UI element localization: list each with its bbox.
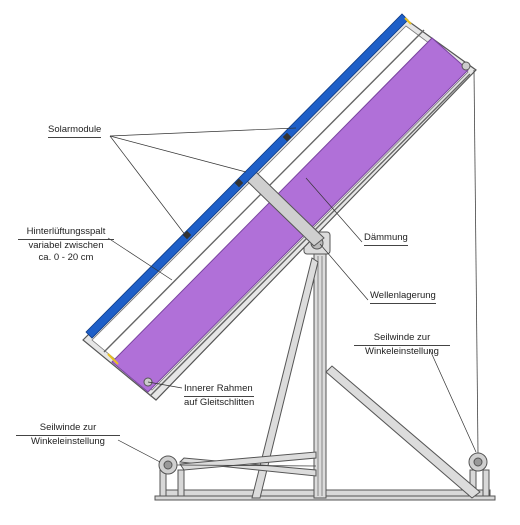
- label-hinterlueftung-line2: variabel zwischen: [28, 240, 104, 251]
- cable-right: [473, 69, 479, 454]
- cable-left: [176, 464, 317, 467]
- panel-assembly: [82, 13, 477, 401]
- module-clamp-1: [182, 230, 192, 240]
- module-clamp-3: [282, 132, 292, 142]
- base-post-right2: [482, 469, 490, 499]
- label-solarmodule: Solarmodule: [48, 124, 102, 138]
- label-seilwinde-right-line1: Seilwinde zur: [354, 332, 450, 346]
- label-seilwinde-left: Seilwinde zur Winkeleinstellung: [16, 422, 120, 448]
- label-hinterlueftung-line1: Hinterlüftungsspalt: [18, 226, 114, 240]
- label-seilwinde-right-line2: Winkeleinstellung: [365, 346, 439, 357]
- corner-fitting-top: [461, 61, 471, 71]
- left-leg: [251, 257, 319, 499]
- label-seilwinde-left-line1: Seilwinde zur: [16, 422, 120, 436]
- base-post-left2: [177, 469, 185, 499]
- cables: [176, 69, 479, 467]
- label-daemmung: Dämmung: [364, 232, 408, 246]
- label-innerer-rahmen-line2: auf Gleitschlitten: [184, 397, 255, 408]
- module-clamp-2: [234, 178, 244, 188]
- winch-left: [158, 455, 178, 475]
- main-mast: [313, 251, 327, 499]
- label-seilwinde-left-line2: Winkeleinstellung: [31, 436, 105, 447]
- base-post-left: [159, 469, 167, 499]
- label-innerer-rahmen-line1: Innerer Rahmen: [184, 383, 255, 397]
- winch-right: [468, 452, 488, 472]
- edge-cap-top: [404, 17, 412, 25]
- right-brace: [325, 365, 481, 499]
- label-hinterlueftung: Hinterlüftungsspalt variabel zwischen ca…: [18, 226, 114, 264]
- label-wellenlagerung: Wellenlagerung: [370, 290, 436, 304]
- label-seilwinde-right: Seilwinde zur Winkeleinstellung: [354, 332, 450, 358]
- edge-cap-bottom: [107, 353, 119, 365]
- leader-lines: [107, 127, 477, 463]
- label-innerer-rahmen: Innerer Rahmen auf Gleitschlitten: [184, 383, 255, 409]
- label-hinterlueftung-line3: ca. 0 - 20 cm: [38, 252, 94, 263]
